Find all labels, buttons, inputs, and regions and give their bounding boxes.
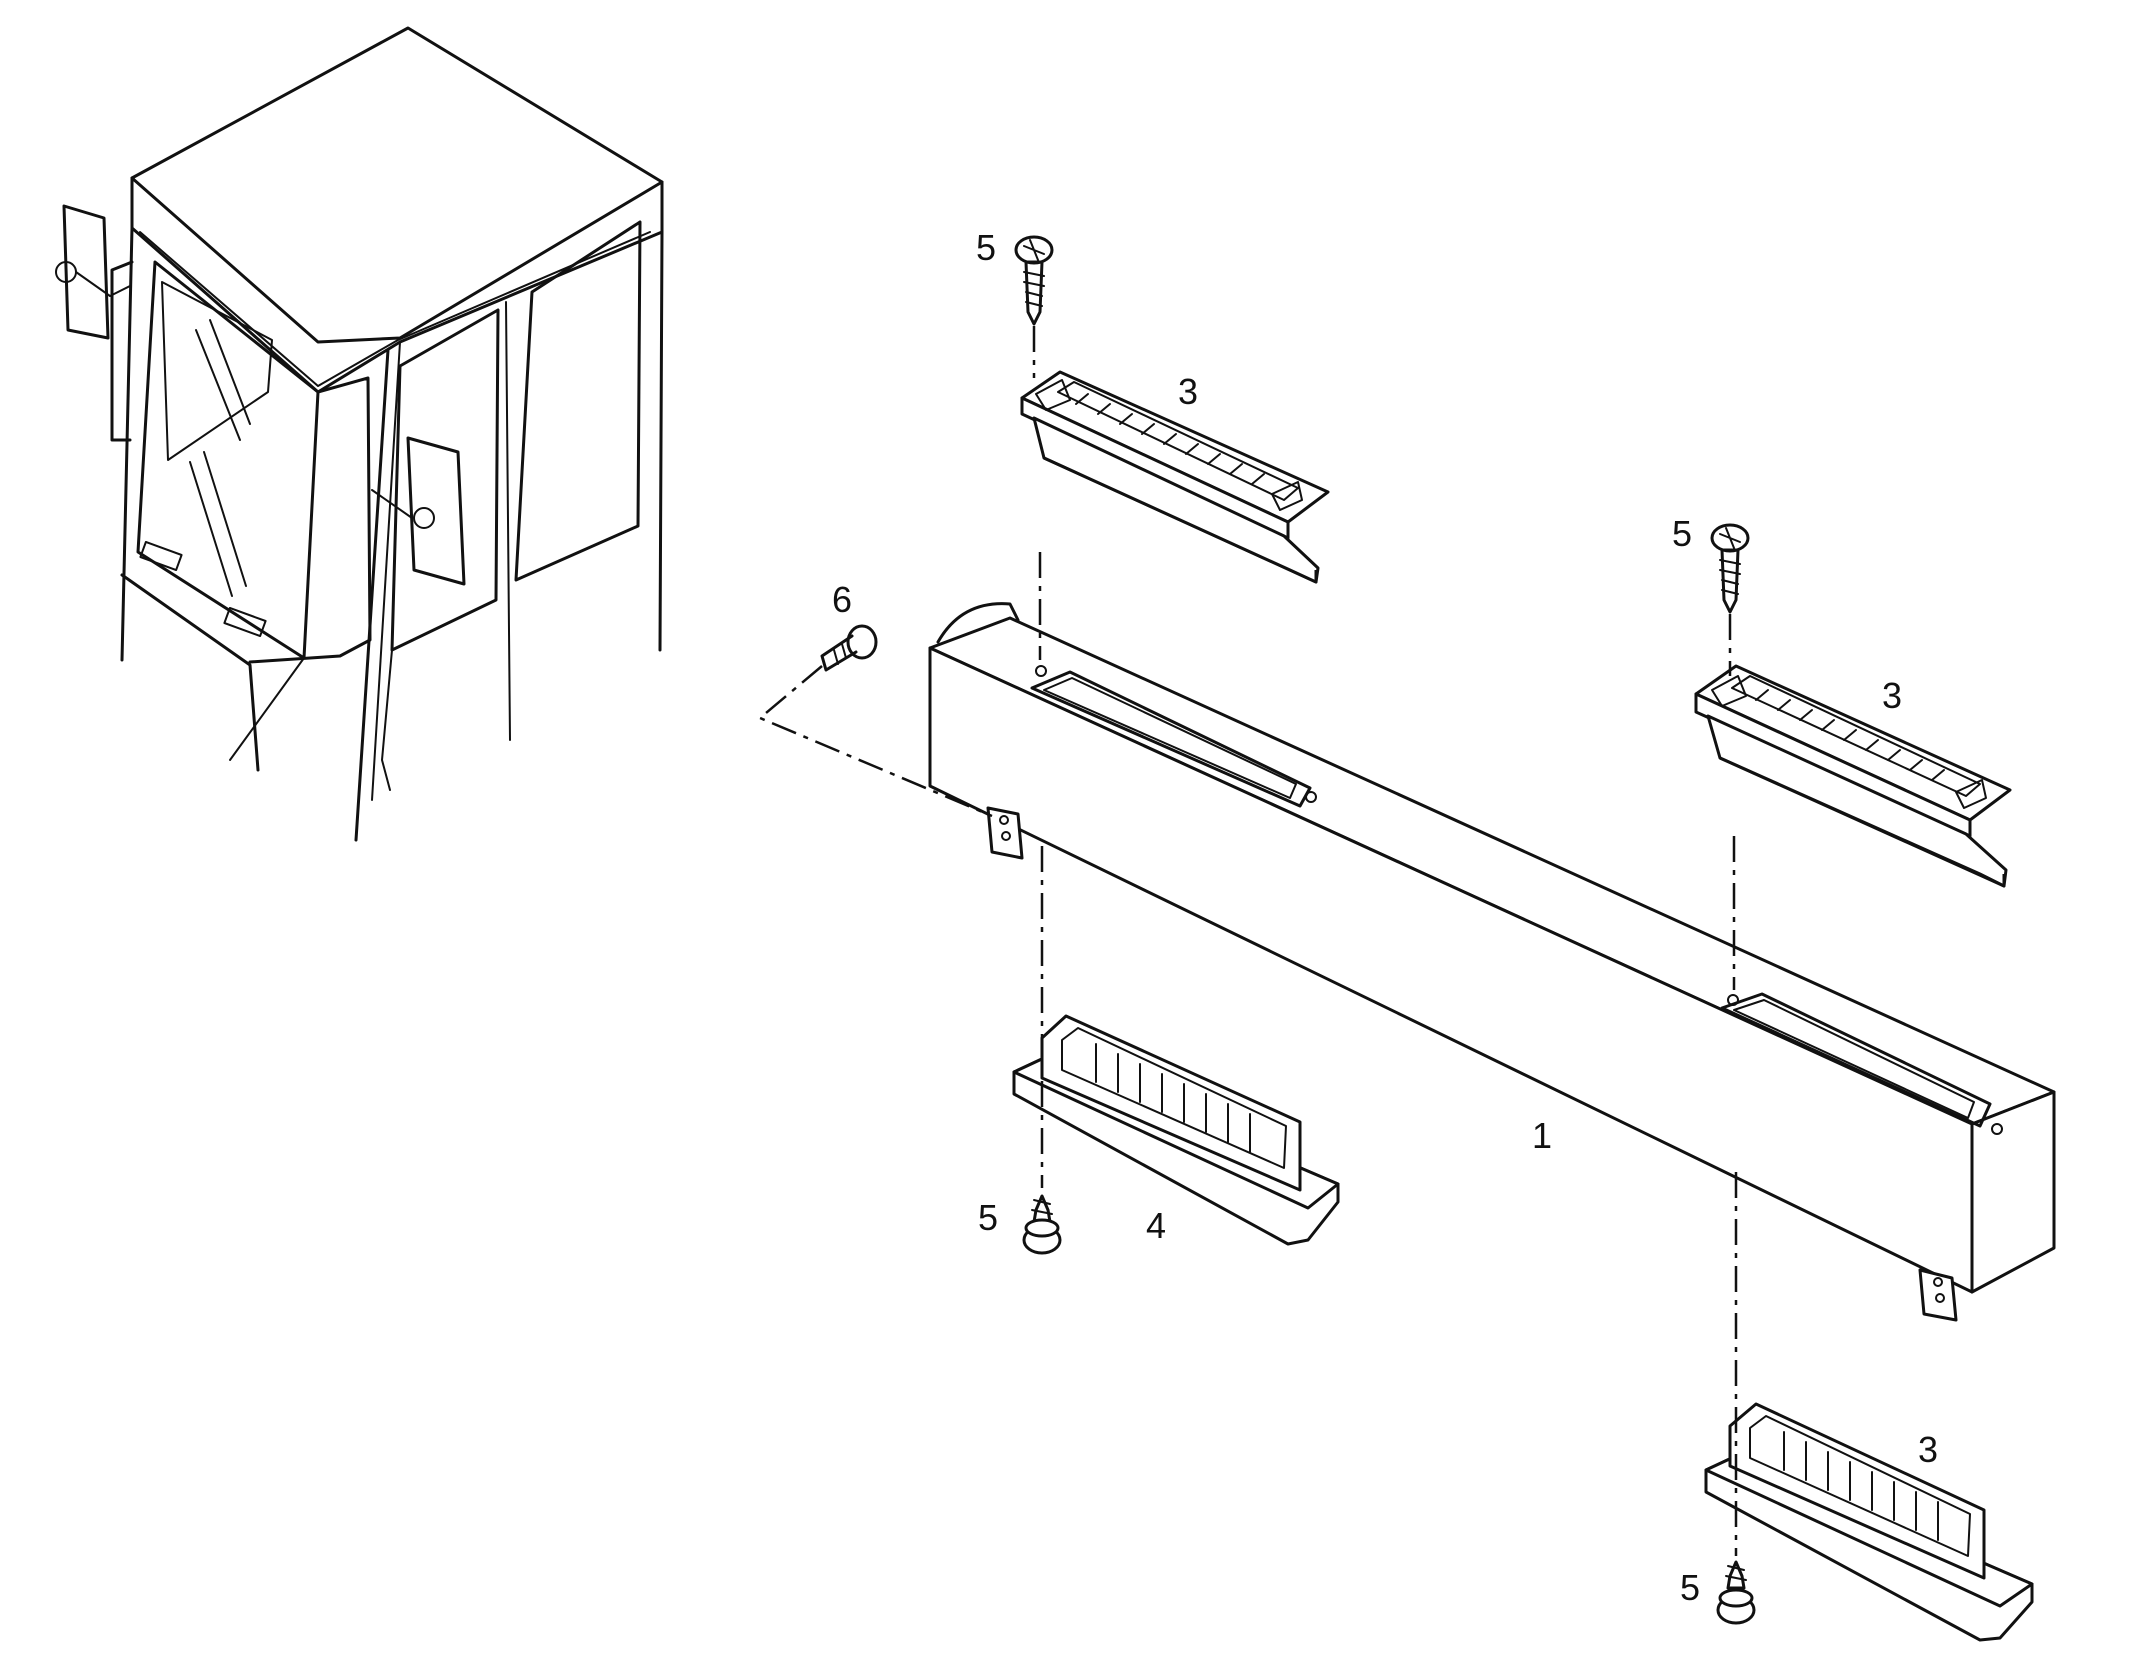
callout-vent-bottom-right: 3 bbox=[1918, 1429, 1939, 1470]
screw-right-icon bbox=[1710, 523, 1750, 614]
callout-screw-bottom-right: 5 bbox=[1680, 1567, 1701, 1608]
louver-vent-right bbox=[1694, 664, 2012, 888]
vent-grille-bottom-left bbox=[1012, 1014, 1340, 1246]
callout-vent-bottom-left: 4 bbox=[1146, 1205, 1167, 1246]
cab-vent-right-icon bbox=[223, 606, 267, 638]
callout-vent-top: 3 bbox=[1178, 371, 1199, 412]
louver-vent-top bbox=[1020, 370, 1330, 584]
air-duct-panel bbox=[928, 602, 2056, 1322]
cab-overview bbox=[55, 26, 664, 842]
vent-grille-bottom-right bbox=[1704, 1402, 2034, 1642]
alignment-lines bbox=[757, 326, 1738, 1556]
screw-bottom-right-icon bbox=[1716, 1560, 1756, 1625]
callout-screw-top: 5 bbox=[976, 227, 997, 268]
callout-screw-bottom-left: 5 bbox=[978, 1197, 999, 1238]
fastener-icon bbox=[820, 624, 878, 672]
screw-bottom-left-icon bbox=[1022, 1194, 1062, 1255]
screw-top-icon bbox=[1014, 235, 1054, 326]
callout-fastener: 6 bbox=[832, 579, 853, 620]
callout-vent-right: 3 bbox=[1882, 675, 1903, 716]
callout-panel: 1 bbox=[1532, 1115, 1553, 1156]
cab-vent-left-icon bbox=[139, 540, 183, 572]
callout-screw-right: 5 bbox=[1672, 513, 1693, 554]
